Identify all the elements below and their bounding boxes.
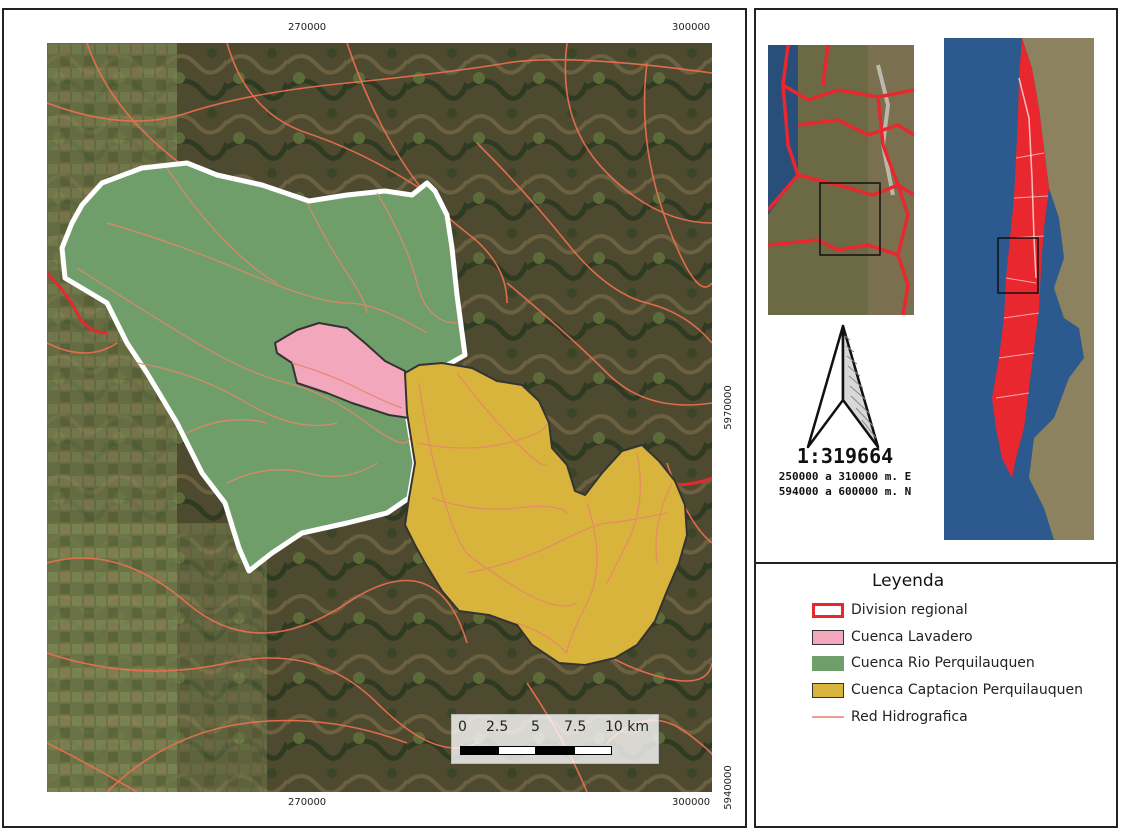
scale-bar-label-10: 10 km <box>605 719 650 735</box>
country-extent-box <box>997 237 1039 294</box>
scale-bar: 0 2.5 5 7.5 10 km <box>451 714 659 764</box>
main-map[interactable] <box>47 43 712 792</box>
cuenca-captacion-perquilauquen[interactable] <box>404 362 688 666</box>
scale-bar-label-0: 0 <box>458 719 467 735</box>
scale-bar-segment <box>536 746 574 755</box>
agricultural-fields-south <box>47 523 267 792</box>
north-arrow-icon <box>806 324 880 449</box>
legend-label: Red Hidrografica <box>851 709 968 725</box>
country-inset-map[interactable] <box>944 38 1094 540</box>
scale-bar-segment <box>498 746 536 755</box>
region-boundary-west <box>47 271 108 335</box>
rio-perquilauquen-rivers <box>76 167 458 484</box>
coord-top-left: 270000 <box>288 22 327 33</box>
scale-bar-label-2-5: 2.5 <box>486 719 509 735</box>
legend-swatch-cuenca-lavadero <box>812 629 844 645</box>
coord-top-right: 300000 <box>672 22 711 33</box>
scale-ratio: 1:319664 <box>796 444 894 468</box>
legend-label: Division regional <box>851 602 968 618</box>
legend-item-division-regional: Division regional <box>812 599 968 621</box>
legend-label: Cuenca Captacion Perquilauquen <box>851 682 1083 698</box>
legend-swatch-red-hidrografica <box>812 716 844 718</box>
scale-extent-east: 250000 a 310000 m. E <box>778 470 912 483</box>
inset-region-boundaries <box>768 45 914 315</box>
country-inset-svg <box>944 38 1094 540</box>
argentina-landmass <box>1022 38 1094 540</box>
chile-region-divisions <box>992 38 1049 478</box>
legend-label: Cuenca Rio Perquilauquen <box>851 655 1035 671</box>
main-map-svg <box>47 43 712 792</box>
legend-item-cuenca-lavadero: Cuenca Lavadero <box>812 626 973 648</box>
legend-item-cuenca-captacion: Cuenca Captacion Perquilauquen <box>812 679 1083 701</box>
lavadero-river <box>291 362 403 409</box>
coord-right-bottom: 5940000 <box>722 765 734 810</box>
scale-info: 1:319664 250000 a 310000 m. E 594000 a 6… <box>760 444 930 498</box>
legend-label: Cuenca Lavadero <box>851 629 973 645</box>
legend-swatch-cuenca-rio-perquilauquen <box>812 655 844 671</box>
legend-item-red-hidrografica: Red Hidrografica <box>812 706 968 728</box>
captacion-rivers <box>416 372 673 654</box>
legend-item-cuenca-rio-perquilauquen: Cuenca Rio Perquilauquen <box>812 652 1035 674</box>
coord-bottom-right: 300000 <box>672 797 711 808</box>
scale-bar-label-5: 5 <box>531 719 540 735</box>
north-arrow-hatching <box>844 335 877 439</box>
scale-bar-label-7-5: 7.5 <box>564 719 587 735</box>
coord-bottom-left: 270000 <box>288 797 327 808</box>
scale-extent-north: 594000 a 600000 m. N <box>778 485 912 498</box>
scale-bar-segment <box>460 746 498 755</box>
coord-right-middle: 5970000 <box>722 385 734 430</box>
legend-swatch-cuenca-captacion <box>812 682 844 698</box>
inset-extent-box <box>819 182 881 256</box>
legend-swatch-division-regional <box>812 602 844 618</box>
scale-bar-segment <box>574 746 612 755</box>
regional-inset-svg <box>768 45 914 315</box>
panel-divider <box>754 562 1118 564</box>
legend-title: Leyenda <box>872 571 945 591</box>
regional-inset-map[interactable] <box>768 45 914 315</box>
